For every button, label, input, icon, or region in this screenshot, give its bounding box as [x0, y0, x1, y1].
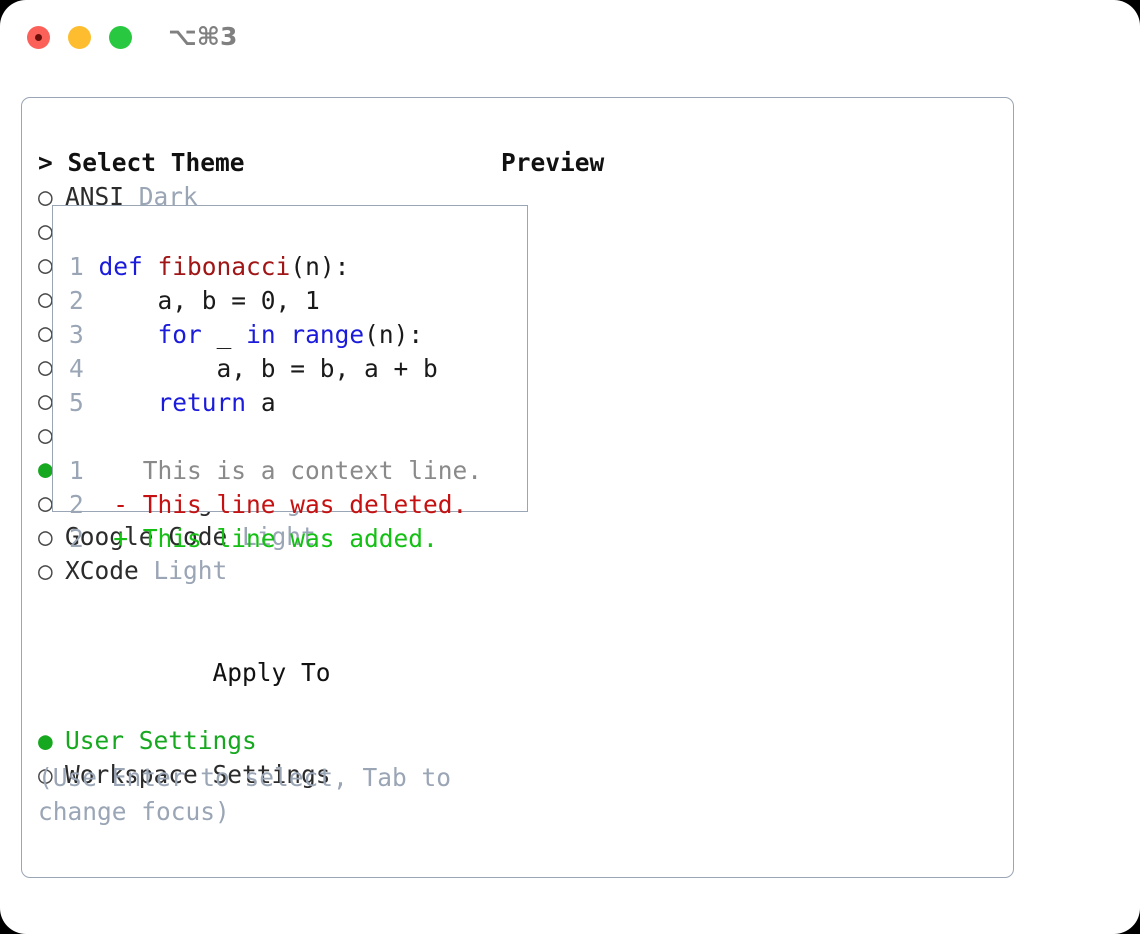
- code-line: 3 for _ in range(n):: [69, 318, 519, 352]
- code-blank-line: [69, 420, 519, 454]
- diff-line: 2 + This line was added.: [69, 522, 519, 556]
- radio-unselected-icon: ○: [38, 250, 53, 279]
- radio-unselected-icon: ○: [38, 522, 53, 551]
- theme-name-label: Google Code: [65, 522, 228, 551]
- code-line: 4 a, b = b, a + b: [69, 352, 519, 386]
- code-token: a, b = b, a + b: [98, 354, 438, 383]
- radio-unselected-icon: ○: [38, 420, 53, 449]
- keyboard-shortcut-label: ⌥⌘3: [168, 22, 238, 51]
- radio-unselected-icon: ○: [38, 284, 53, 313]
- section-spacer: [38, 588, 498, 622]
- minimize-button[interactable]: [68, 26, 91, 49]
- code-token: def: [98, 252, 158, 281]
- line-number: 1: [69, 456, 84, 485]
- code-line: 1 def fibonacci(n):: [69, 250, 519, 284]
- theme-name-label: XCode: [65, 556, 139, 585]
- diff-text: This line was added.: [128, 524, 438, 553]
- radio-unselected-icon: ○: [38, 760, 53, 789]
- line-number: 1: [69, 252, 84, 281]
- radio-unselected-icon: ○: [38, 352, 53, 381]
- line-number-gap: [84, 388, 99, 417]
- code-token: a: [246, 388, 276, 417]
- maximize-button[interactable]: [109, 26, 132, 49]
- theme-list-header: > Select Theme: [38, 148, 245, 177]
- line-number-gap: [84, 456, 114, 485]
- diff-line: 1 This is a context line.: [69, 454, 519, 488]
- line-number-gap: [84, 490, 114, 519]
- radio-unselected-icon: ○: [38, 556, 53, 585]
- code-token: (n):: [364, 320, 424, 349]
- preview-title: Preview: [501, 148, 605, 177]
- code-token: [99, 388, 158, 417]
- diff-marker: [113, 456, 128, 485]
- diff-marker: +: [113, 524, 129, 553]
- theme-list-item[interactable]: ○ XCode Light: [38, 554, 498, 588]
- diff-text: This line was deleted.: [128, 490, 468, 519]
- preview-column: Preview: [501, 146, 1001, 180]
- code-token: a, b = 0, 1: [98, 286, 320, 315]
- radio-selected-icon: ●: [38, 454, 53, 483]
- code-token: _: [201, 320, 247, 349]
- code-token: (n):: [290, 252, 350, 281]
- code-line: 2 a, b = 0, 1: [69, 284, 519, 318]
- apply-to-header-label: Apply To: [212, 658, 331, 687]
- line-number-gap: [84, 252, 99, 281]
- radio-unselected-icon: ○: [38, 386, 53, 415]
- theme-variant-badge: Light: [138, 556, 228, 585]
- code-token: fibonacci: [157, 252, 291, 281]
- line-number: 3: [69, 320, 84, 349]
- line-number: 2: [69, 490, 84, 519]
- code-token: in: [246, 320, 276, 349]
- line-number: 5: [69, 388, 84, 417]
- keyboard-hint-text: (Use Enter to select, Tab to change focu…: [38, 763, 466, 826]
- radio-unselected-icon: ○: [38, 216, 53, 245]
- code-token: [99, 320, 158, 349]
- diff-sample: 1 This is a context line.2 - This line w…: [69, 454, 519, 556]
- diff-marker: -: [113, 490, 129, 519]
- line-number-gap: [84, 320, 99, 349]
- diff-line: 2 - This line was deleted.: [69, 488, 519, 522]
- apply-to-item[interactable]: ● User Settings: [38, 724, 498, 758]
- close-button[interactable]: [27, 26, 50, 49]
- theme-list-item[interactable]: ○ Google Code Light: [38, 520, 498, 554]
- content-panel: > Select Theme ○ANSI Dark○Atom One Dark○…: [21, 97, 1014, 878]
- line-number: 4: [69, 354, 84, 383]
- apply-to-header: Apply To: [38, 622, 498, 724]
- title-bar: ⌥⌘3: [0, 0, 1140, 78]
- code-token: range: [290, 320, 365, 349]
- line-number-gap: [84, 286, 99, 315]
- apply-to-label: User Settings: [65, 726, 257, 755]
- code-token: for: [157, 320, 202, 349]
- radio-selected-icon: ●: [38, 726, 53, 755]
- radio-unselected-icon: ○: [38, 318, 53, 347]
- apply-to-label: Workspace Settings: [65, 760, 331, 789]
- apply-to-list[interactable]: ● User Settings ○ Workspace Settings: [38, 724, 498, 792]
- radio-unselected-icon: ○: [38, 182, 53, 211]
- line-number-gap: [84, 524, 114, 553]
- code-token: return: [157, 388, 247, 417]
- apply-to-header-indent: [186, 656, 213, 690]
- theme-variant-badge: Light: [227, 522, 316, 551]
- line-number-gap: [84, 354, 99, 383]
- radio-unselected-icon: ○: [38, 488, 53, 517]
- line-number: 2: [69, 524, 84, 553]
- apply-to-item[interactable]: ○ Workspace Settings: [38, 758, 498, 792]
- window-controls: [27, 26, 132, 49]
- code-token: [276, 320, 291, 349]
- line-number: 2: [69, 286, 84, 315]
- diff-text: This is a context line.: [128, 456, 483, 485]
- code-line: 5 return a: [69, 386, 519, 420]
